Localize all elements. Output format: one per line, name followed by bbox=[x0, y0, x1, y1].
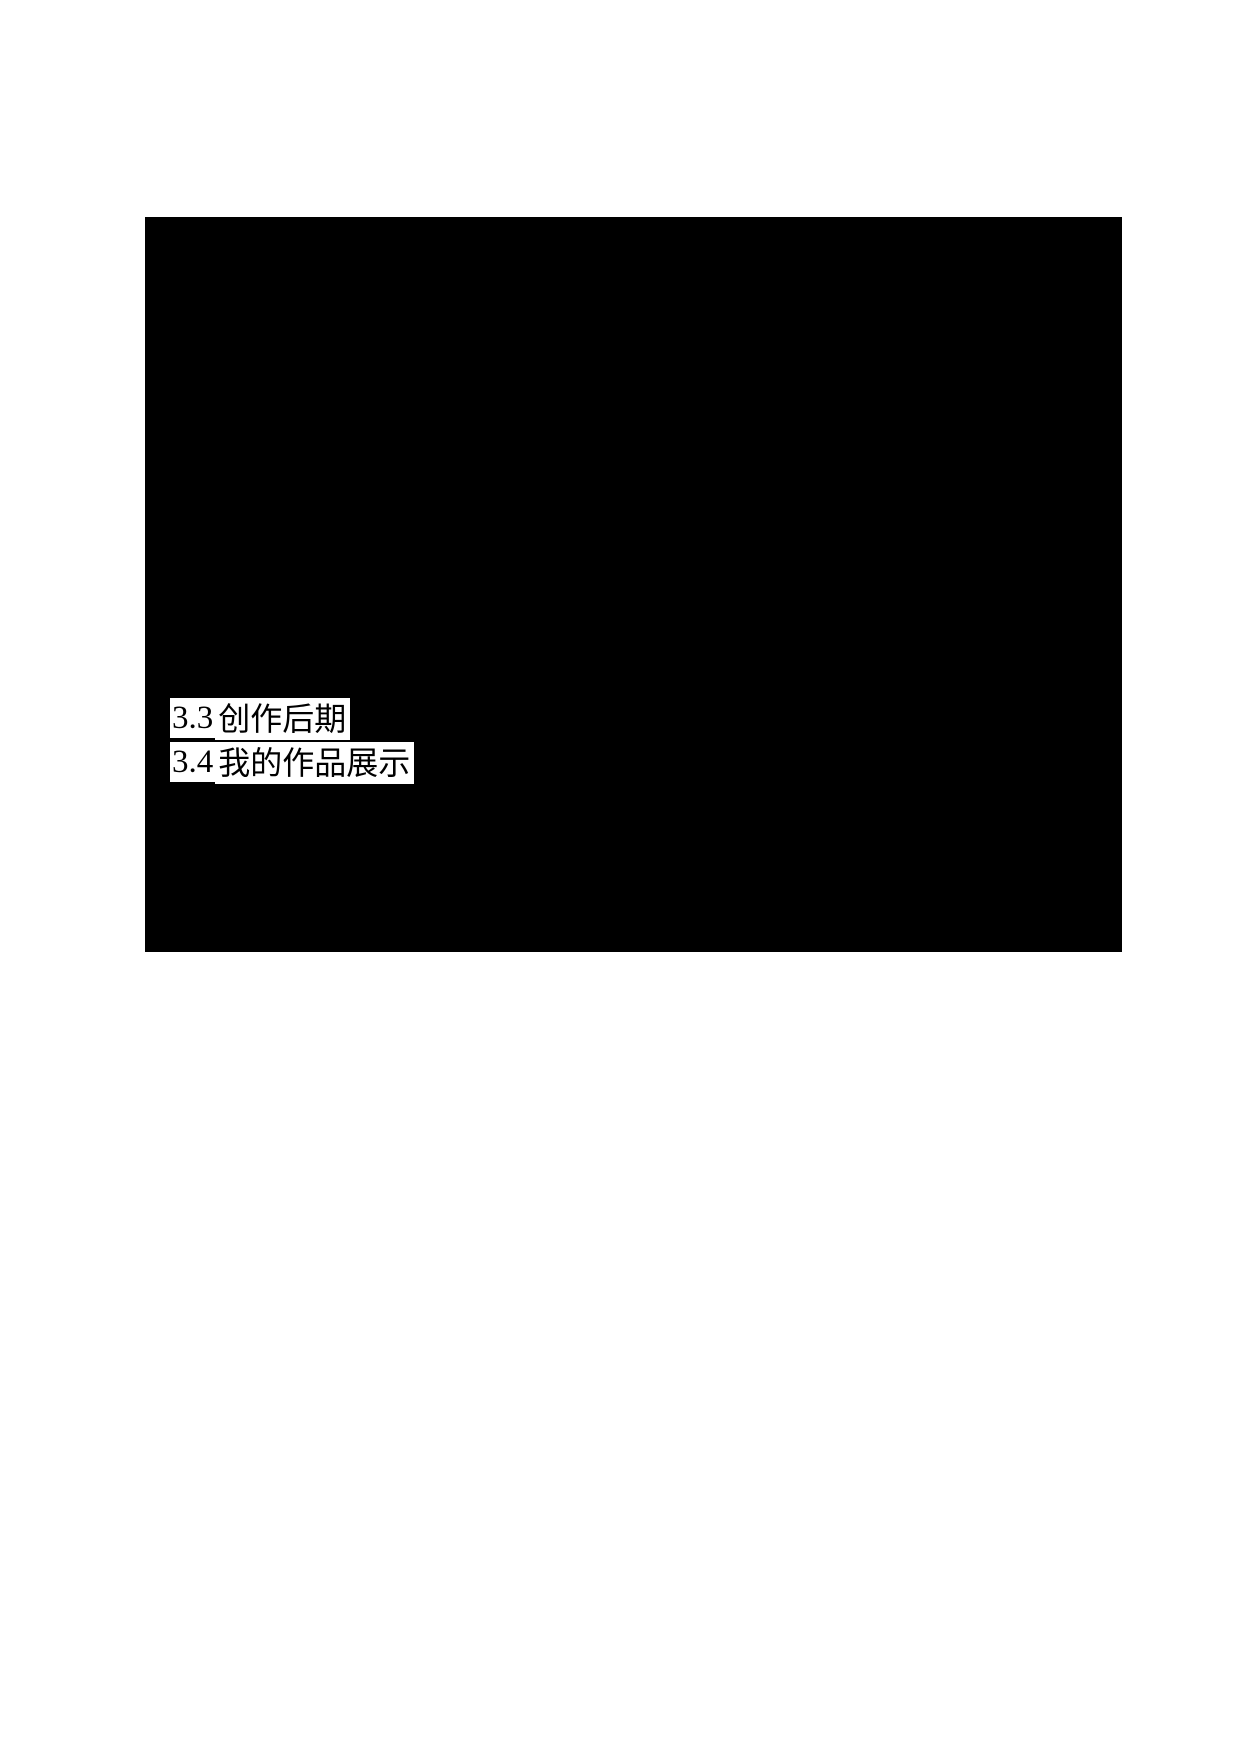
toc-entry-label: 创作后期 bbox=[215, 698, 351, 740]
toc-entry-label: 我的作品展示 bbox=[215, 742, 415, 784]
toc-entry-number: 3.3 bbox=[170, 698, 216, 738]
toc-entry-number: 3.4 bbox=[170, 742, 216, 782]
